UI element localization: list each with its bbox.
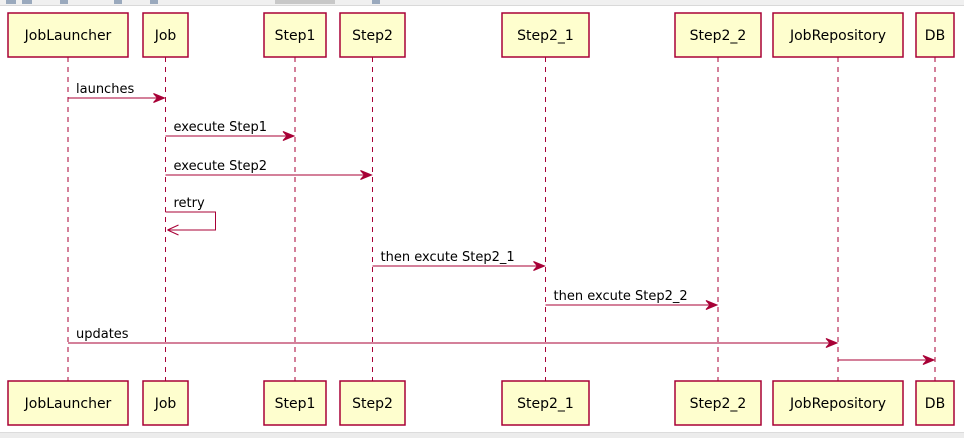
message-4: then excute Step2_1 — [372, 250, 546, 271]
participant-step2-top[interactable]: Step2 — [339, 12, 406, 58]
participant-label: JobRepository — [789, 28, 886, 44]
participant-label: JobRepository — [789, 396, 886, 412]
participant-box — [772, 12, 904, 58]
participant-label: DB — [925, 396, 945, 412]
message-label: retry — [174, 196, 205, 211]
participant-jobrepository-bottom[interactable]: JobRepository — [772, 380, 904, 426]
participant-joblauncher-top[interactable]: JobLauncher — [7, 12, 129, 58]
participant-box — [142, 380, 189, 426]
status-strip — [0, 432, 964, 438]
message-label: then excute Step2_1 — [381, 250, 515, 265]
participant-box — [501, 12, 590, 58]
toolbar-back-icon[interactable] — [6, 0, 16, 4]
participant-box — [7, 380, 129, 426]
participant-label: JobLauncher — [24, 396, 112, 412]
message-label: execute Step1 — [174, 120, 268, 135]
message-arrowhead — [360, 170, 373, 180]
participant-label: Job — [154, 28, 177, 44]
message-2: execute Step2 — [165, 159, 373, 180]
participant-box — [7, 12, 129, 58]
message-arrowhead — [153, 93, 166, 103]
participant-label: DB — [925, 28, 945, 44]
message-3: retry — [165, 196, 216, 236]
participant-jobrepository-top[interactable]: JobRepository — [772, 12, 904, 58]
participant-box — [142, 12, 189, 58]
participant-box — [339, 12, 406, 58]
participant-step1-bottom[interactable]: Step1 — [263, 380, 327, 426]
participant-label: Step2_2 — [690, 396, 747, 412]
message-0: launches — [68, 82, 166, 103]
participant-step2_2-top[interactable]: Step2_2 — [674, 12, 762, 58]
participant-step2_1-bottom[interactable]: Step2_1 — [501, 380, 590, 426]
toolbar-zoom-icon[interactable] — [150, 0, 158, 4]
participant-step2-bottom[interactable]: Step2 — [339, 380, 406, 426]
participant-db-top[interactable]: DB — [915, 12, 955, 58]
message-7 — [838, 355, 936, 365]
message-arrowhead — [167, 224, 179, 236]
participant-db-bottom[interactable]: DB — [915, 380, 955, 426]
participant-box — [674, 380, 762, 426]
participant-label: Step2_2 — [690, 28, 747, 44]
participant-label: Step2_1 — [517, 28, 574, 44]
participant-box — [772, 380, 904, 426]
message-5: then excute Step2_2 — [545, 289, 719, 310]
participant-label: JobLauncher — [24, 28, 112, 44]
participant-step2_1-top[interactable]: Step2_1 — [501, 12, 590, 58]
message-arrowhead — [282, 131, 296, 141]
message-label: updates — [76, 327, 129, 342]
participant-box — [263, 380, 327, 426]
toolbar-forward-icon[interactable] — [22, 0, 32, 4]
message-label: then excute Step2_2 — [554, 289, 688, 304]
participant-joblauncher-bottom[interactable]: JobLauncher — [7, 380, 129, 426]
message-6: updates — [68, 327, 839, 348]
toolbar-print-icon[interactable] — [114, 0, 122, 4]
message-arrowhead — [533, 261, 546, 271]
participant-box — [674, 12, 762, 58]
participant-label: Step2 — [352, 28, 393, 44]
participant-label: Step1 — [275, 396, 316, 412]
message-line — [165, 211, 216, 231]
participant-job-top[interactable]: Job — [142, 12, 189, 58]
toolbar-fit-icon[interactable] — [372, 0, 380, 4]
participant-step1-top[interactable]: Step1 — [263, 12, 327, 58]
participant-step2_2-bottom[interactable]: Step2_2 — [674, 380, 762, 426]
toolbar-zoom-field[interactable] — [275, 0, 335, 4]
participant-box — [915, 12, 955, 58]
participant-box — [915, 380, 955, 426]
participant-label: Job — [154, 396, 177, 412]
participant-box — [501, 380, 590, 426]
participant-label: Step2_1 — [517, 396, 574, 412]
toolbar-strip — [0, 0, 964, 6]
message-1: execute Step1 — [165, 120, 296, 141]
message-label: launches — [76, 82, 134, 97]
message-arrowhead — [705, 300, 719, 310]
participant-box — [339, 380, 406, 426]
message-label: execute Step2 — [174, 159, 268, 174]
participant-job-bottom[interactable]: Job — [142, 380, 189, 426]
message-arrowhead — [825, 338, 839, 348]
participant-box — [263, 12, 327, 58]
message-arrowhead — [922, 355, 936, 365]
participant-label: Step2 — [352, 396, 393, 412]
toolbar-save-icon[interactable] — [60, 0, 68, 4]
participant-label: Step1 — [275, 28, 316, 44]
